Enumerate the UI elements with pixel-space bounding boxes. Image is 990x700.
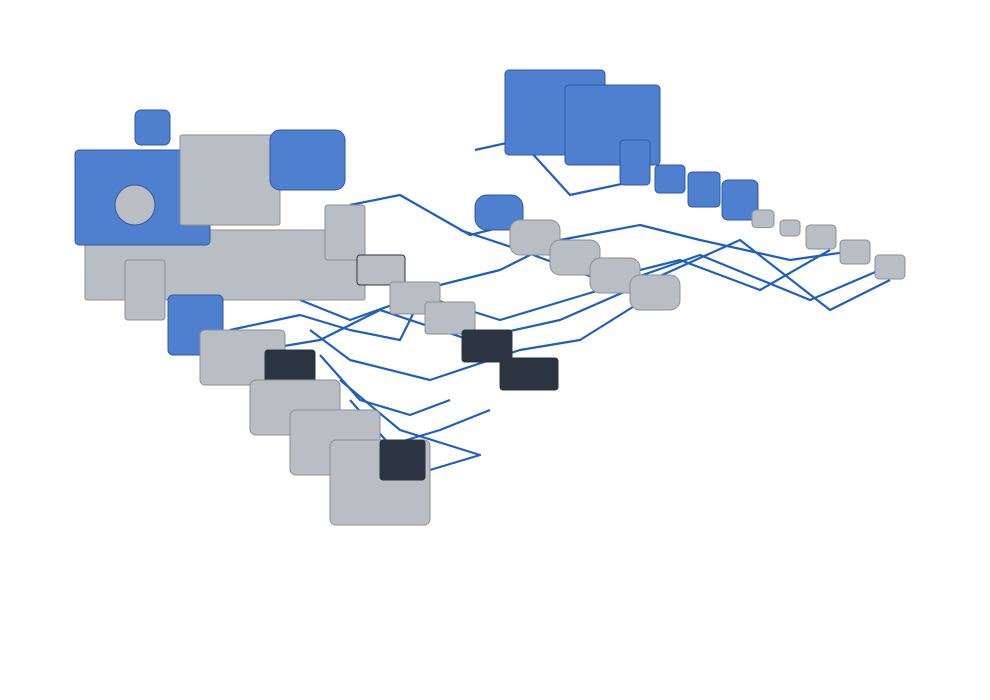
cable xyxy=(319,354,451,417)
main-motor xyxy=(269,129,346,191)
inverter-grey xyxy=(356,254,406,286)
coupling-housing xyxy=(179,134,281,226)
cable xyxy=(474,138,641,197)
aluminium-gearbox xyxy=(874,254,906,280)
aluminium-gearbox xyxy=(751,209,775,229)
devices xyxy=(74,69,906,526)
aluminium-motor xyxy=(629,274,681,311)
inverter-dark xyxy=(461,329,513,363)
aluminium-gearbox xyxy=(779,219,801,237)
helical-gearbox xyxy=(619,139,651,186)
aluminium-gearbox xyxy=(839,239,871,265)
motor-inverter-dark xyxy=(379,439,426,481)
cable xyxy=(339,379,482,472)
blue-gearbox xyxy=(654,164,686,194)
inverter-grey xyxy=(424,301,476,335)
aluminium-motor xyxy=(509,219,561,256)
brake-motor-top xyxy=(134,109,171,146)
blue-gearbox xyxy=(721,179,759,221)
blue-motor xyxy=(474,194,524,231)
inverter-dark xyxy=(499,357,559,391)
frame-inverter xyxy=(324,204,366,261)
output-shaft xyxy=(114,184,156,226)
cable xyxy=(259,238,891,352)
frame-inverter xyxy=(124,259,166,321)
cable xyxy=(309,289,661,382)
cable xyxy=(229,299,421,342)
aluminium-gearbox xyxy=(805,224,837,250)
cable xyxy=(299,253,881,322)
blue-gearbox xyxy=(687,171,721,208)
